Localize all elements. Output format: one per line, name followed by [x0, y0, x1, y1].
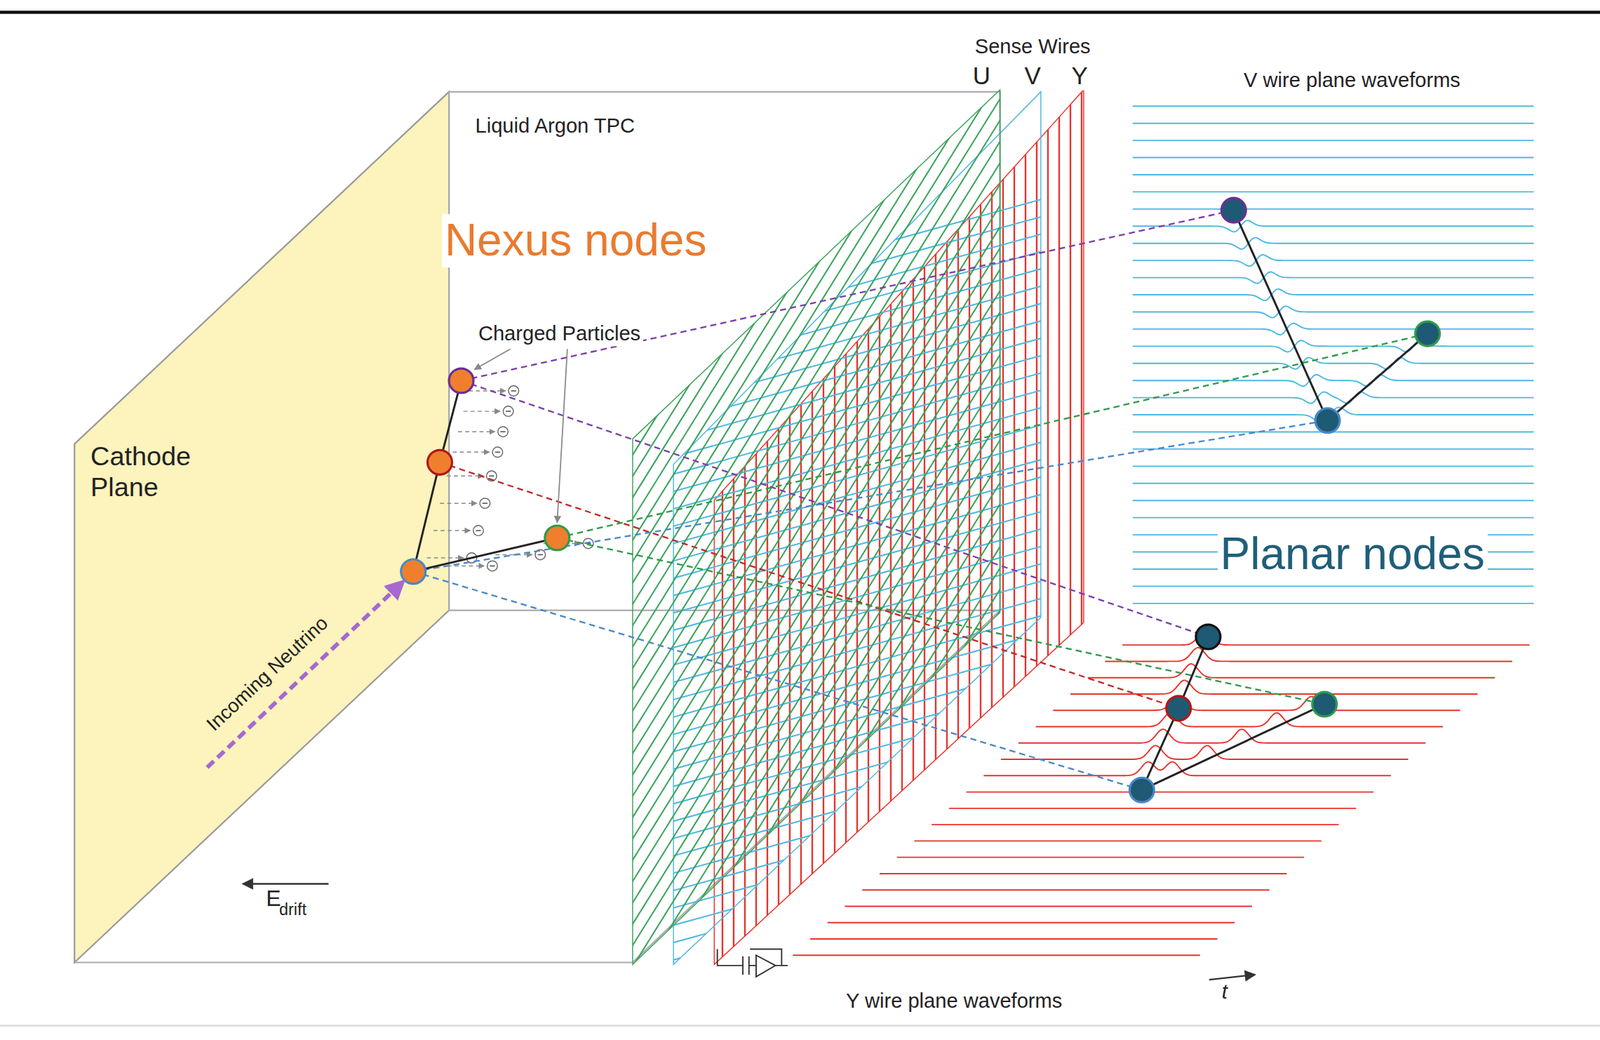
plane-name: V — [1022, 61, 1044, 91]
detector-name: Liquid Argon TPC — [472, 114, 639, 139]
plane-group-title: Sense Wires — [972, 34, 1094, 59]
nexus-node-circles — [401, 368, 570, 584]
waveform-title: V wire plane waveforms — [1240, 68, 1464, 93]
top-rule — [0, 10, 1600, 14]
plane-name: Y — [1068, 61, 1091, 91]
particle-label: Incoming Neutrino — [199, 609, 336, 738]
part-label: Cathode Plane — [87, 440, 233, 503]
cathode-plane — [74, 91, 449, 963]
v-waveforms — [1132, 105, 1535, 604]
axis-label: t — [1219, 979, 1231, 1004]
node-type-heading: Nexus nodes — [441, 214, 710, 268]
tpc-edge — [632, 610, 1001, 963]
field-subscript: drift — [278, 899, 308, 919]
u-wire-plane — [305, 61, 1600, 980]
leader-line — [556, 348, 568, 522]
y-waveforms — [792, 631, 1530, 956]
y-wire-plane — [722, 61, 1082, 980]
track-lines — [413, 210, 1428, 790]
planar-node-circles — [1129, 197, 1440, 802]
bottom-rule — [0, 1024, 1600, 1027]
time-arrow — [1209, 974, 1255, 980]
node-type-heading: Planar nodes — [1217, 527, 1488, 581]
plane-name: U — [970, 61, 994, 91]
tpc-edge — [74, 960, 633, 963]
neutrino-arrow — [206, 580, 405, 768]
drift-field-arrow — [242, 882, 329, 884]
amplifier-symbol — [717, 949, 788, 977]
projection-lines — [413, 210, 1428, 790]
callout-label: Charged Particles — [475, 321, 644, 346]
leader-line — [474, 348, 510, 369]
waveform-title: Y wire plane waveforms — [843, 988, 1065, 1013]
